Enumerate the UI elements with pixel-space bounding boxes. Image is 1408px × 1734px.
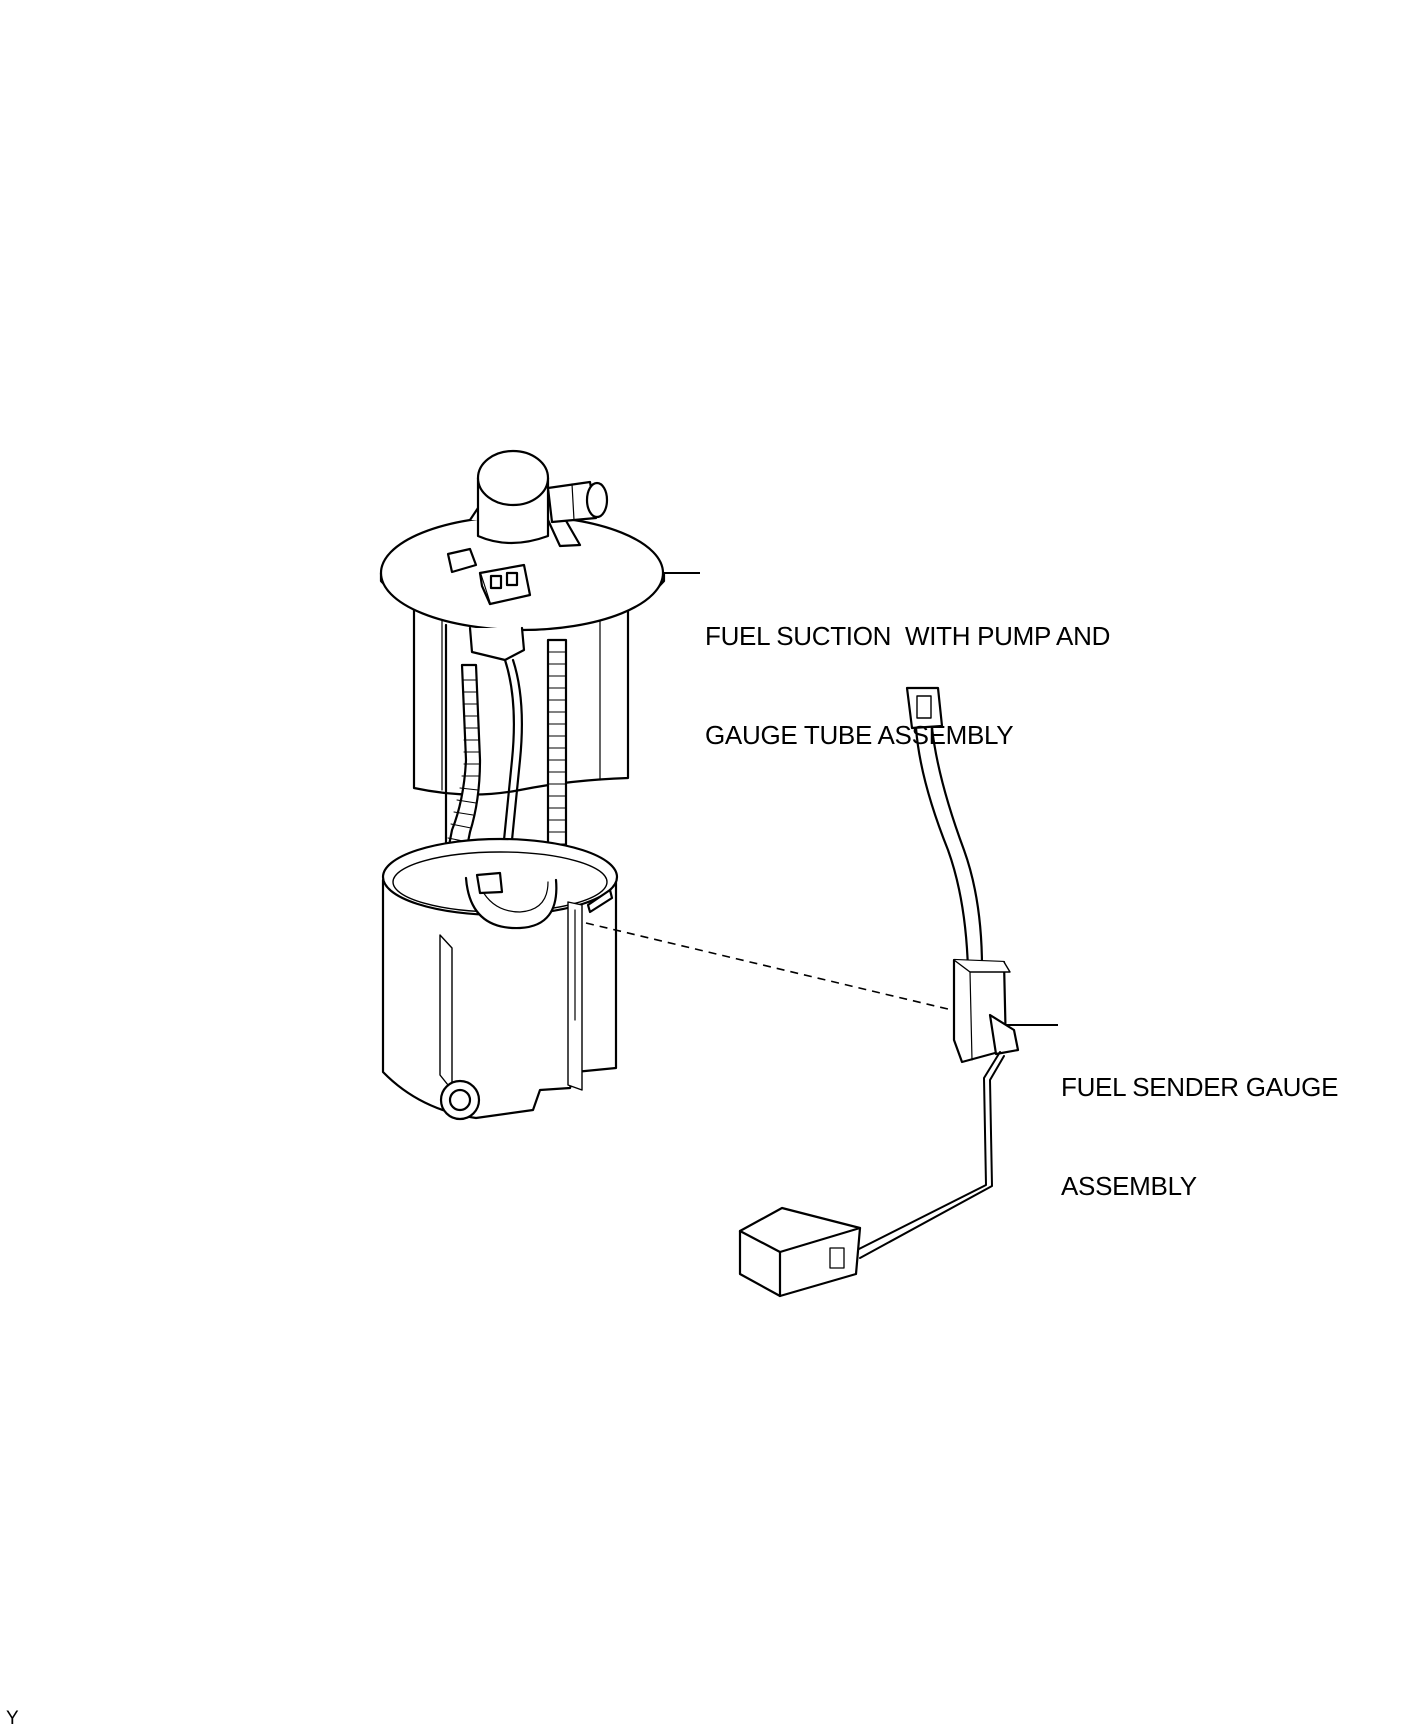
outlet-housing-top bbox=[476, 449, 550, 507]
label-fuel-suction-pump-assembly: FUEL SUCTION WITH PUMP AND GAUGE TUBE AS… bbox=[705, 554, 1110, 785]
fuel-pump-assembly bbox=[379, 449, 666, 1121]
sender-wires bbox=[914, 726, 984, 972]
flange-connector bbox=[446, 547, 532, 606]
fuel-float bbox=[738, 1206, 862, 1298]
alignment-dashed-line bbox=[585, 922, 953, 1011]
pump-reservoir-cup bbox=[381, 837, 619, 1121]
float-arm bbox=[852, 1051, 1005, 1259]
label-pump-line2: GAUGE TUBE ASSEMBLY bbox=[705, 720, 1014, 750]
fuel-sender-gauge-assembly bbox=[738, 686, 1020, 1298]
corrugated-hose-right bbox=[546, 638, 568, 862]
corner-mark: Y bbox=[6, 1708, 19, 1729]
label-pump-line1: FUEL SUCTION WITH PUMP AND bbox=[705, 621, 1111, 651]
label-sender-line1: FUEL SENDER GAUGE bbox=[1061, 1072, 1339, 1102]
label-sender-line2: ASSEMBLY bbox=[1061, 1171, 1197, 1201]
label-fuel-sender-gauge-assembly: FUEL SENDER GAUGE ASSEMBLY bbox=[1061, 1005, 1338, 1236]
